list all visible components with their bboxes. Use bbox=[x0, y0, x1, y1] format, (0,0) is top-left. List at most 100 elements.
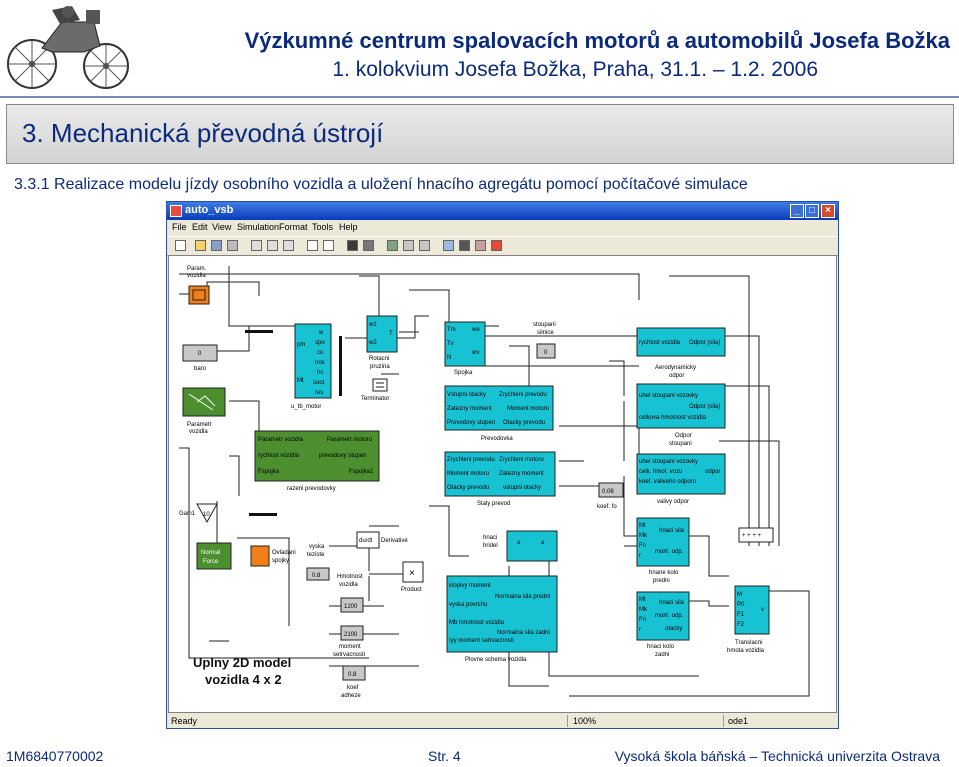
maximize-icon[interactable]: □ bbox=[805, 204, 819, 218]
spojka-label: Spojka bbox=[454, 370, 473, 376]
predni-port-mom-odp: mom. odp. bbox=[655, 549, 684, 555]
demux-bar-motor[interactable] bbox=[339, 336, 342, 396]
menu-tools[interactable]: Tools bbox=[312, 222, 334, 232]
start-simulation-icon[interactable] bbox=[347, 240, 358, 251]
parametr-vozidla-label-1: Parametr bbox=[187, 422, 212, 428]
section-title: 3. Mechanická převodná ústrojí bbox=[22, 118, 384, 148]
subsystem-icon[interactable] bbox=[419, 240, 430, 251]
footer-page: Str. 4 bbox=[428, 748, 461, 764]
menu-simulation[interactable]: Simulation bbox=[237, 222, 280, 232]
razeni-port-2: Parametr motoru bbox=[327, 437, 372, 443]
motor-block[interactable] bbox=[294, 323, 332, 399]
zadni-port-r: r bbox=[639, 627, 641, 633]
prevodovka-label: Prevodovka bbox=[481, 436, 513, 442]
plovne-schema-block[interactable] bbox=[446, 575, 558, 653]
baro-constant-block[interactable] bbox=[182, 344, 218, 362]
terminator-block[interactable] bbox=[372, 378, 388, 392]
odpor-stoupani-label-1: Odpor bbox=[675, 433, 692, 439]
ovladani-spojky-block[interactable] bbox=[250, 545, 270, 567]
minimize-icon[interactable]: _ bbox=[790, 204, 804, 218]
open-folder-icon[interactable] bbox=[195, 240, 206, 251]
normal-force-block[interactable] bbox=[196, 542, 232, 570]
prevodovka-port-2: Zrychleni prevodu bbox=[499, 392, 547, 398]
parametr-vozidla-label-2: vozidla bbox=[189, 429, 208, 435]
translacni-port-m: M bbox=[737, 592, 742, 598]
hmotnost-constant[interactable] bbox=[340, 597, 364, 613]
print-icon[interactable] bbox=[227, 240, 238, 251]
valivy-odpor-block[interactable] bbox=[636, 453, 726, 495]
staly-prevod-block[interactable] bbox=[444, 451, 556, 497]
footer-school: Vysoká škola báňská – Technická univerzi… bbox=[614, 748, 940, 764]
koef-fo-constant[interactable] bbox=[598, 482, 624, 498]
gain1-block[interactable] bbox=[196, 503, 218, 524]
target-icon[interactable] bbox=[491, 240, 502, 251]
menu-format[interactable]: Format bbox=[279, 222, 308, 232]
menu-edit[interactable]: Edit bbox=[192, 222, 208, 232]
menu-help[interactable]: Help bbox=[339, 222, 358, 232]
simulink-diagram: Param. vozidla 0 baro Parametr vozidla G… bbox=[179, 266, 810, 699]
menu-view[interactable]: View bbox=[212, 222, 232, 232]
vyska-teziste-value: 0.8 bbox=[312, 573, 321, 579]
param-vozidla-block[interactable] bbox=[188, 285, 210, 305]
hnaci-kolo-zadni-block[interactable] bbox=[636, 591, 690, 641]
hnaci-hridel-block[interactable] bbox=[506, 530, 558, 562]
plovne-port-6: Iyy moment setrvacnosti bbox=[449, 638, 514, 644]
menu-file[interactable]: File bbox=[172, 222, 187, 232]
new-model-icon[interactable] bbox=[175, 240, 186, 251]
aero-odpor-block[interactable] bbox=[636, 327, 726, 357]
koef-fo-value: 0.08 bbox=[602, 489, 614, 495]
zadni-port-mt: Mt bbox=[639, 597, 646, 603]
stoupani-silnice-constant[interactable] bbox=[536, 343, 556, 359]
model-caption-line2: vozidla 4 x 2 bbox=[205, 672, 282, 687]
staly-port-4: Zatezny moment bbox=[499, 471, 544, 477]
debugger-icon[interactable] bbox=[475, 240, 486, 251]
cut-icon[interactable] bbox=[251, 240, 262, 251]
update-diagram-icon[interactable] bbox=[403, 240, 414, 251]
status-divider-1 bbox=[567, 715, 568, 727]
hnane-kolo-predni-block[interactable] bbox=[636, 517, 690, 567]
prevodovka-port-4: Moment motoru bbox=[507, 406, 549, 412]
copy-icon[interactable] bbox=[267, 240, 278, 251]
stop-simulation-icon[interactable] bbox=[363, 240, 374, 251]
koef-adheze-constant[interactable] bbox=[342, 665, 366, 681]
aero-label-1: Aerodynamicky bbox=[655, 365, 696, 371]
stoupani-port-2: Odpor (sila) bbox=[689, 404, 720, 410]
build-icon[interactable] bbox=[387, 240, 398, 251]
redo-icon[interactable] bbox=[323, 240, 334, 251]
status-state: Ready bbox=[171, 716, 198, 726]
koef-adheze-label-2: adheze bbox=[341, 693, 361, 699]
status-solver: ode1 bbox=[728, 716, 749, 726]
sum-block[interactable] bbox=[738, 527, 774, 543]
razeni-prevodovky-block[interactable] bbox=[254, 430, 380, 482]
save-icon[interactable] bbox=[211, 240, 222, 251]
zadni-label-1: hnaci kolo bbox=[647, 644, 675, 650]
plovne-port-3: vyska povrchu bbox=[449, 602, 487, 608]
sum-signs: + + + + bbox=[742, 533, 762, 539]
vyska-teziste-constant[interactable] bbox=[306, 567, 330, 581]
translacni-hmota-block[interactable] bbox=[734, 585, 770, 635]
library-browser-icon[interactable] bbox=[443, 240, 454, 251]
model-canvas[interactable]: Param. vozidla 0 baro Parametr vozidla G… bbox=[168, 255, 837, 713]
derivative-block[interactable] bbox=[356, 531, 380, 549]
hnaci-hridel-label-2: hridel bbox=[483, 543, 498, 549]
valivy-odpor-label: valivy odpor bbox=[657, 499, 689, 505]
header-divider bbox=[0, 96, 959, 98]
param-vozidla-block-inner bbox=[192, 289, 206, 301]
product-block[interactable] bbox=[402, 561, 424, 583]
spojka-block[interactable] bbox=[444, 321, 486, 367]
valivy-port-2: celk. hmot. vozu bbox=[639, 469, 682, 475]
model-explorer-icon[interactable] bbox=[459, 240, 470, 251]
model-caption-line1: Uplny 2D model bbox=[193, 655, 291, 670]
odpor-stoupani-block[interactable] bbox=[636, 383, 726, 429]
mux-bar-bottom[interactable] bbox=[249, 513, 277, 516]
predni-port-r: r bbox=[639, 553, 641, 559]
moment-constant[interactable] bbox=[340, 625, 364, 641]
prevodovka-block[interactable] bbox=[444, 385, 554, 431]
rotacni-pruzina-block[interactable] bbox=[366, 315, 398, 353]
paste-icon[interactable] bbox=[283, 240, 294, 251]
undo-icon[interactable] bbox=[307, 240, 318, 251]
mux-bar-top[interactable] bbox=[245, 330, 273, 333]
close-icon[interactable]: × bbox=[821, 204, 835, 218]
parametr-vozidla-block[interactable] bbox=[182, 387, 226, 417]
window-titlebar[interactable]: auto_vsb _ □ × bbox=[167, 202, 838, 220]
